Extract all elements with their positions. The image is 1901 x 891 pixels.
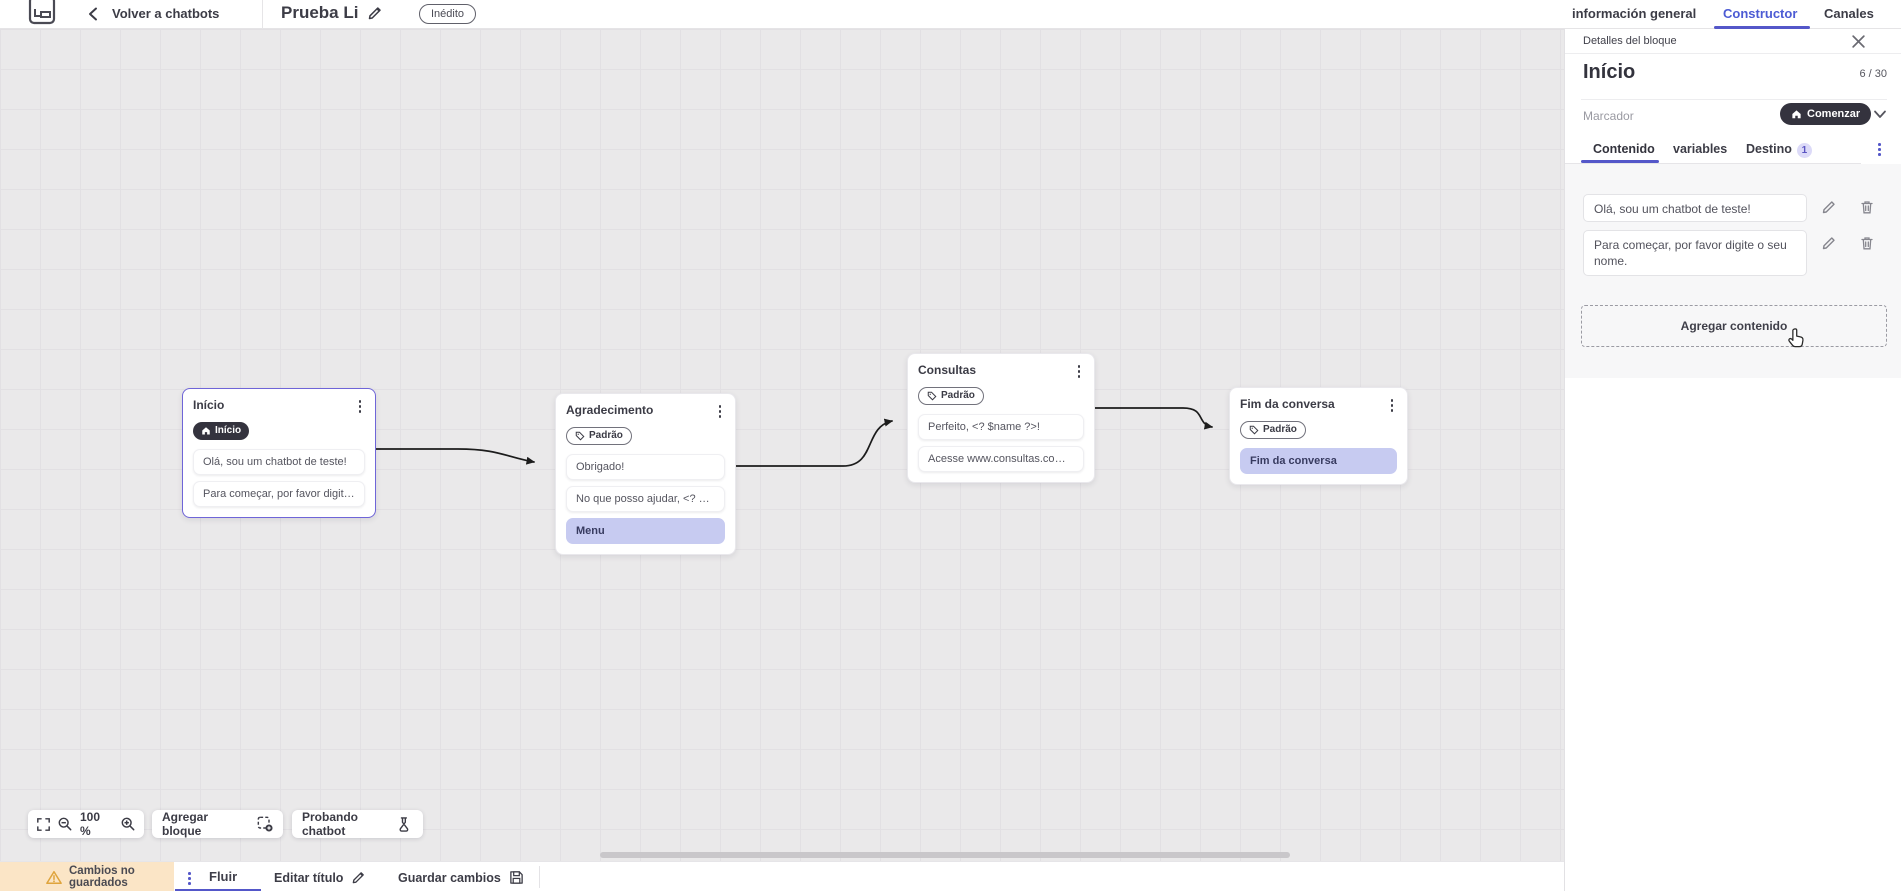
tab-constructor[interactable]: Constructor [1723, 6, 1798, 21]
back-to-chatbots-link[interactable]: Volver a chatbots [112, 6, 220, 21]
message-field[interactable]: Olá, sou um chatbot de teste! [1583, 194, 1807, 222]
node-fim-da-conversa[interactable]: Fim da conversa Padrão Fim da conversa [1229, 387, 1408, 485]
node-message-item[interactable]: Perfeito, <? $name ?>! [918, 413, 1084, 440]
save-changes-label: Guardar cambios [398, 870, 501, 885]
home-icon [1792, 109, 1801, 118]
panel-tab-variables[interactable]: variables [1673, 142, 1728, 156]
flow-tab[interactable]: Fluir [209, 869, 238, 884]
tag-icon [575, 431, 585, 440]
bottom-bar: Cambios no guardados Fluir Editar título… [0, 861, 1564, 891]
home-icon [202, 426, 210, 434]
char-counter: 6 / 30 [1859, 68, 1887, 80]
node-consultas[interactable]: Consultas Padrão Perfeito, <? $name ?>! … [907, 353, 1095, 483]
node-start-badge: Início [193, 421, 250, 440]
panel-menu-icon[interactable] [1874, 141, 1885, 158]
add-content-button[interactable]: Agregar contenido [1581, 305, 1887, 347]
node-title: Consultas [918, 363, 977, 377]
node-type-badge: Padrão [1240, 420, 1306, 439]
panel-title: Detalles del bloque [1583, 35, 1677, 47]
destino-count-badge: 1 [1796, 143, 1812, 158]
status-badge: Inédito [419, 4, 477, 24]
chatbot-title: Prueba Li [281, 3, 359, 22]
tag-icon [1249, 425, 1259, 434]
tag-icon [927, 391, 937, 400]
node-title: Agradecimento [566, 403, 654, 417]
tab-canales[interactable]: Canales [1824, 6, 1874, 21]
node-inicio[interactable]: Início Início Olá, sou um chatbot de tes… [182, 388, 376, 518]
node-message-item[interactable]: No que posso ajudar, <? $name ... [566, 485, 725, 512]
edit-title-label: Editar título [274, 870, 344, 885]
node-type-badge: Padrão [566, 426, 632, 445]
edit-title-icon[interactable] [367, 5, 383, 21]
test-chatbot-label: Probando chatbot [302, 810, 358, 838]
add-block-label: Agregar bloque [162, 810, 209, 838]
active-panel-tab-underline [1581, 160, 1659, 163]
node-message-item[interactable]: Para começar, por favor digite o ... [193, 480, 365, 507]
node-message-item[interactable]: Olá, sou um chatbot de teste! [193, 448, 365, 475]
save-icon [510, 871, 523, 884]
node-menu-icon[interactable] [355, 398, 366, 415]
add-block-button[interactable]: Agregar bloque [152, 810, 283, 838]
warning-text: Cambios no guardados [69, 865, 135, 889]
block-name: Início [1583, 61, 1636, 83]
test-chatbot-button[interactable]: Probando chatbot [292, 810, 423, 838]
close-icon[interactable] [1851, 34, 1866, 49]
zoom-level: 100 % [80, 810, 101, 838]
edge-consultas-fim [1094, 407, 1213, 430]
back-arrow-icon[interactable] [86, 6, 102, 22]
node-type-badge: Padrão [918, 386, 984, 405]
node-message-item[interactable]: Obrigado! [566, 453, 725, 480]
node-menu-icon[interactable] [715, 403, 726, 420]
message-field[interactable]: Para começar, por favor digite o seu nom… [1583, 230, 1807, 276]
flow-canvas[interactable]: Início Início Olá, sou um chatbot de tes… [0, 29, 1564, 861]
marker-label: Marcador [1583, 109, 1634, 123]
node-agradecimento[interactable]: Agradecimento Padrão Obrigado! No que po… [555, 393, 736, 555]
panel-tab-contenido[interactable]: Contenido [1593, 142, 1655, 156]
edit-message-icon[interactable] [1821, 235, 1837, 251]
active-flow-tab-underline [175, 889, 261, 891]
edit-message-icon[interactable] [1821, 199, 1837, 215]
active-tab-underline [1714, 26, 1810, 29]
block-details-panel: Detalles del bloque Início 6 / 30 Marcad… [1564, 0, 1901, 891]
node-menu-icon[interactable] [1387, 397, 1398, 414]
edge-agradecimento-consultas [732, 418, 893, 467]
chevron-down-icon[interactable] [1874, 110, 1886, 119]
zoom-out-icon[interactable] [58, 817, 72, 831]
unsaved-changes-warning: Cambios no guardados [0, 862, 174, 891]
zoom-toolbar: 100 % [28, 810, 144, 838]
save-changes-button[interactable]: Guardar cambios [398, 870, 524, 885]
pencil-icon [353, 872, 365, 884]
tab-informacion-general[interactable]: información general [1572, 6, 1697, 21]
node-title: Início [193, 398, 225, 412]
horizontal-scrollbar[interactable] [600, 852, 1290, 858]
flask-icon [399, 816, 409, 832]
marker-select[interactable]: Comenzar [1780, 103, 1872, 125]
delete-message-icon[interactable] [1859, 199, 1875, 215]
warning-icon [46, 870, 62, 884]
node-menu-icon[interactable] [1074, 363, 1085, 380]
add-block-icon [257, 816, 273, 832]
app-logo-icon [28, 0, 56, 25]
panel-header: Detalles del bloque [1565, 30, 1901, 54]
top-header: Volver a chatbots Prueba Li Inédito info… [0, 0, 1901, 29]
flow-menu-icon[interactable] [184, 870, 195, 887]
node-end-item[interactable]: Fim da conversa [1240, 447, 1397, 474]
header-divider [262, 0, 263, 29]
fit-screen-icon[interactable] [37, 817, 50, 831]
zoom-in-icon[interactable] [121, 817, 135, 831]
divider [1581, 99, 1887, 100]
delete-message-icon[interactable] [1859, 235, 1875, 251]
edge-inicio-agradecimento [375, 448, 535, 465]
mouse-cursor [1788, 328, 1804, 348]
node-title: Fim da conversa [1240, 397, 1335, 411]
panel-tab-border [1565, 163, 1861, 164]
footer-divider [539, 866, 540, 888]
edit-title-button[interactable]: Editar título [274, 870, 366, 885]
node-message-item[interactable]: Acesse www.consultas.com par... [918, 445, 1084, 472]
node-menu-item[interactable]: Menu [566, 517, 725, 544]
